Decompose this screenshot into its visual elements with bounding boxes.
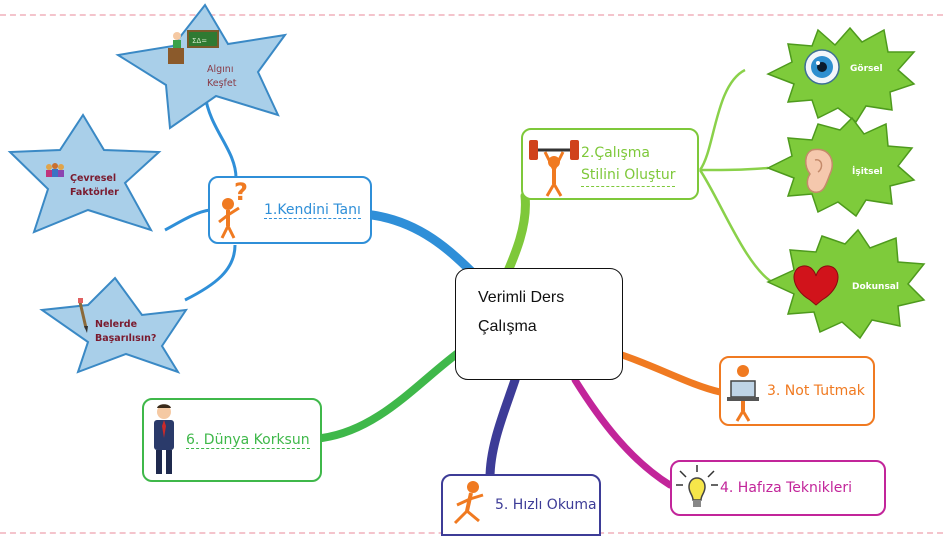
burst-dokunsal-label: Dokunsal bbox=[852, 282, 899, 292]
star-cevresel-shape bbox=[7, 113, 162, 234]
center-topic: Verimli Ders Çalışma bbox=[455, 268, 623, 380]
branch-5-label: 5. Hızlı Okuma bbox=[495, 497, 597, 513]
star-algini-shape bbox=[115, 3, 288, 130]
star-algini-label: Algını Keşfet bbox=[207, 63, 236, 91]
svg-text:ΣΔ=: ΣΔ= bbox=[192, 37, 207, 45]
branch-1-node: ? 1.Kendini Tanı bbox=[208, 176, 372, 244]
center-topic-line1: Verimli Ders bbox=[478, 289, 565, 306]
burst-isitsel-shape bbox=[766, 116, 916, 218]
svg-text:?: ? bbox=[234, 178, 248, 206]
branch-6-link bbox=[318, 346, 466, 442]
branch-2-node: 2.Çalışma Stilini Oluştur bbox=[521, 128, 699, 200]
nelerde-line2: Başarılısın? bbox=[95, 333, 157, 344]
branch-2-label: 2.Çalışma Stilini Oluştur bbox=[581, 142, 676, 187]
heart-icon bbox=[793, 265, 839, 306]
nelerde-line1: Nelerde bbox=[95, 319, 138, 330]
branch-2-label-line2: Stilini Oluştur bbox=[581, 164, 676, 187]
burst-gorsel-shape bbox=[766, 26, 916, 124]
question-figure-icon: ? bbox=[218, 178, 248, 239]
star-cevresel-label: Çevresel Faktörler bbox=[70, 172, 119, 200]
people-group-icon bbox=[46, 163, 64, 177]
center-topic-line2: Çalışma bbox=[478, 318, 537, 335]
pencil-icon bbox=[78, 298, 88, 333]
branch-2-label-line1: 2.Çalışma bbox=[581, 144, 651, 161]
algini-line2: Keşfet bbox=[207, 78, 237, 89]
burst-isitsel-label: İşitsel bbox=[852, 167, 883, 177]
ear-icon bbox=[805, 148, 833, 193]
cevresel-line2: Faktörler bbox=[70, 187, 119, 198]
branch-5-node: 5. Hızlı Okuma bbox=[441, 474, 601, 536]
branch-3-label: 3. Not Tutmak bbox=[767, 383, 865, 399]
sub-link-cevresel bbox=[164, 208, 211, 232]
branch-3-node: 3. Not Tutmak bbox=[719, 356, 875, 426]
branch-4-link bbox=[571, 376, 674, 489]
star-nelerde-label: Nelerde Başarılısın? bbox=[95, 318, 156, 346]
star-nelerde-shape bbox=[39, 276, 189, 374]
sub-link-nelerde bbox=[184, 244, 237, 302]
branch-4-label: 4. Hafıza Teknikleri bbox=[720, 480, 853, 496]
weightlifter-icon bbox=[529, 140, 579, 197]
running-figure-icon bbox=[453, 481, 484, 525]
laptop-figure-icon bbox=[727, 365, 759, 422]
businessman-icon bbox=[154, 404, 174, 474]
branch-2-link bbox=[500, 191, 530, 283]
branch-6-node: 6. Dünya Korksun bbox=[142, 398, 322, 482]
eye-icon bbox=[804, 49, 840, 85]
top-border bbox=[0, 14, 943, 16]
burst-dokunsal-shape bbox=[766, 228, 926, 340]
branch-6-label: 6. Dünya Korksun bbox=[186, 431, 310, 449]
branch-3-link bbox=[618, 351, 724, 396]
branch-5-link bbox=[485, 375, 520, 483]
branch-4-node: 4. Hafıza Teknikleri bbox=[670, 460, 886, 516]
teacher-board-icon: ΣΔ= bbox=[168, 30, 219, 64]
sub-link-dokunsal bbox=[698, 169, 773, 284]
sub-link-gorsel bbox=[698, 68, 746, 171]
lightbulb-icon bbox=[676, 465, 718, 507]
sub-link-isitsel bbox=[699, 166, 769, 172]
burst-gorsel-label: Görsel bbox=[850, 64, 883, 74]
algini-line1: Algını bbox=[207, 64, 234, 75]
branch-1-label: 1.Kendini Tanı bbox=[264, 201, 361, 219]
cevresel-line1: Çevresel bbox=[70, 173, 117, 184]
sub-link-algini bbox=[203, 94, 238, 179]
